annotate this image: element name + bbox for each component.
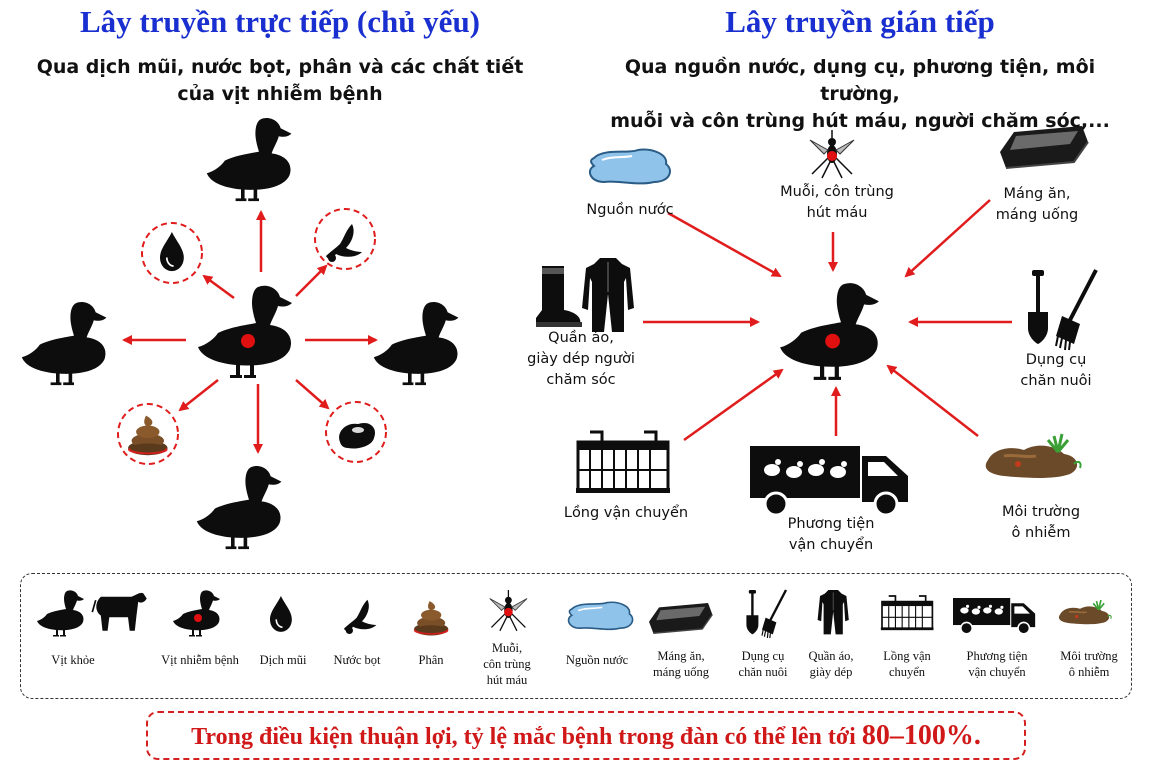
mosquito-icon [809,129,855,179]
legend-icons [37,588,1112,640]
boot-icon [536,266,582,327]
legend-label-truck: Phương tiện vận chuyển [966,649,1028,679]
legend-label-environment: Môi trường ô nhiễm [1060,649,1118,679]
label-trough: Máng ăn, máng uống [995,186,1079,223]
legend-label-cage: Lồng vận chuyển [883,649,931,679]
legend-label-nasal: Dịch mũi [259,653,307,667]
saliva-icon [326,224,362,262]
indirect-title: Lây truyền gián tiếp [725,4,995,39]
label-caretaker-clothes: Quần áo, giày dép người chăm sóc [527,330,635,388]
nasal-discharge-icon [159,231,185,272]
direct-arrows [122,210,378,454]
coverall-icon [581,257,635,333]
legend-label-feces: Phân [418,653,444,667]
dropping-circle [325,401,387,463]
legend-label-clothes: Quần áo, giày dép [808,649,854,679]
label-polluted-environment: Môi trường ô nhiễm [1001,504,1081,541]
label-tools: Dụng cụ chăn nuôi [1020,352,1092,389]
shovel-icon [1028,270,1048,344]
label-truck: Phương tiện vận chuyển [787,516,875,553]
saliva-circle [314,208,376,270]
rake-icon [1054,268,1098,352]
label-mosquito: Muỗi, côn trùng hút máu [780,184,894,221]
water-source-icon [588,148,671,185]
indirect-arrows [643,199,1012,442]
legend-infected-duck-icon [173,590,220,637]
feces-icon [128,415,168,456]
cage-icon [574,430,672,495]
healthy-duck-top [206,118,292,202]
healthy-duck-left [21,302,107,386]
dropping-icon [339,422,376,449]
legend-box [20,573,1132,699]
direct-transmission-diagram [21,118,459,550]
infected-duck-center [198,285,292,378]
note-rate-value: 80–100%. [861,719,981,751]
healthy-duck-bottom [196,466,282,550]
legend-label-mosquito: Muỗi, côn trùng hút máu [483,641,531,687]
label-water-source: Nguồn nước [586,202,674,218]
indirect-subtitle: Qua nguồn nước, dụng cụ, phương tiện, mô… [610,56,1110,132]
nasal-circle [141,222,203,284]
indirect-transmission-diagram [536,125,1098,517]
infection-rate-note: Trong điều kiện thuận lợi, tỷ lệ mắc bện… [146,711,1026,760]
legend-label-healthy: Vịt khỏe [51,653,95,667]
truck-icon [748,444,910,517]
feces-circle [117,403,179,465]
label-cage: Lồng vận chuyển [563,505,689,521]
legend-label-infected: Vịt nhiễm bệnh [161,653,239,667]
direct-subtitle: Qua dịch mũi, nước bọt, phân và các chất… [36,56,524,105]
legend-label-water: Nguồn nước [565,653,629,667]
infected-duck-target [780,283,879,380]
polluted-soil-icon [984,432,1083,480]
healthy-duck-right [373,302,459,386]
direct-title: Lây truyền trực tiếp (chủ yếu) [79,4,481,39]
legend-label-trough: Máng ăn, máng uống [653,649,709,679]
note-text: Trong điều kiện thuận lợi, tỷ lệ mắc bện… [191,723,856,750]
legend-label-tools: Dụng cụ chăn nuôi [738,649,788,679]
legend-label-saliva: Nước bọt [333,653,381,667]
